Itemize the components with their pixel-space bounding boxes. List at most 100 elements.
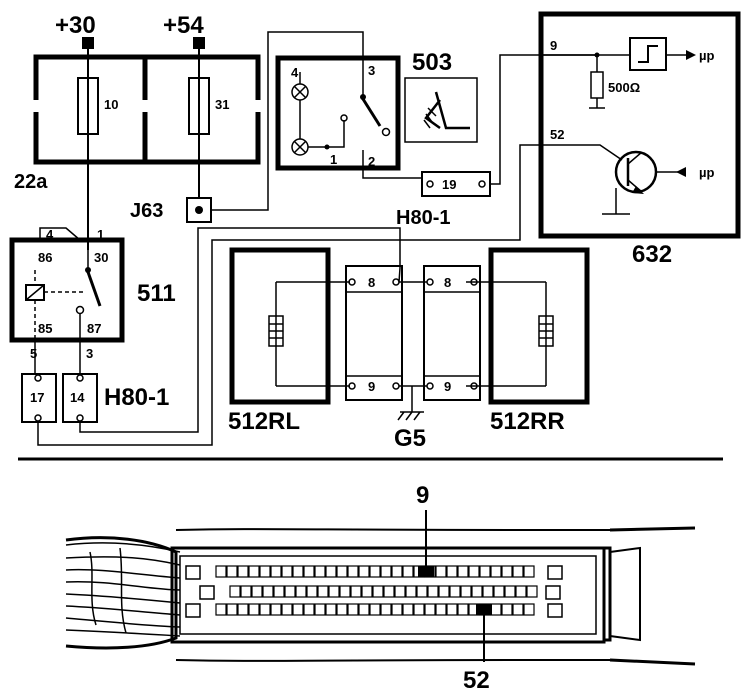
svg-text:85: 85 <box>38 321 52 336</box>
heater-left-label: 512RL <box>228 408 300 435</box>
svg-text:G5: G5 <box>394 425 426 452</box>
latch-square <box>547 565 563 580</box>
connector-pin <box>303 565 315 578</box>
connector-pin <box>361 585 373 598</box>
svg-text:17: 17 <box>30 390 44 405</box>
svg-text:3: 3 <box>368 63 375 78</box>
svg-text:14: 14 <box>70 390 85 405</box>
svg-text:87: 87 <box>87 321 101 336</box>
connector-pin <box>347 565 359 578</box>
connector-pin <box>314 565 326 578</box>
connector-pin <box>413 603 425 616</box>
svg-text:4: 4 <box>291 65 299 80</box>
connector-pin <box>248 565 260 578</box>
heated-seat-icon <box>404 77 478 143</box>
svg-text:10: 10 <box>104 97 118 112</box>
heater-switch-503: 4 3 1 2 <box>275 55 422 179</box>
lamp-icon <box>291 83 309 101</box>
connector-pin <box>383 585 395 598</box>
terminal-plus54: +54 <box>163 12 205 49</box>
connector-pin <box>317 585 329 598</box>
h80-lower-label: H80-1 <box>104 384 169 411</box>
latch-square <box>185 603 201 618</box>
connector-pin <box>391 603 403 616</box>
relay-id-label: 511 <box>137 280 176 307</box>
connector-pin <box>512 603 524 616</box>
wire-harness <box>65 542 181 637</box>
connector-pin <box>394 585 406 598</box>
fuse-box-label: 22a <box>14 171 48 193</box>
connector-pin <box>490 603 502 616</box>
connector-pin <box>369 603 381 616</box>
connector-pin <box>270 565 282 578</box>
connector-pin <box>248 603 260 616</box>
connector-pin <box>281 565 293 578</box>
lamp-icon <box>291 138 309 156</box>
svg-text:9: 9 <box>550 38 557 53</box>
connector-pin <box>262 585 274 598</box>
arrow-right-icon <box>686 50 696 60</box>
seat-connector-left: 8 9 <box>345 265 403 401</box>
connector-pin <box>215 603 227 616</box>
connector-pin <box>215 565 227 578</box>
callout-pin-9: 9 <box>416 482 429 509</box>
connector-pin <box>380 565 392 578</box>
connector-pin <box>468 565 480 578</box>
connector-pin <box>284 585 296 598</box>
seat-heater-right-512rr: 512RR <box>466 247 590 435</box>
heater-right-label: 512RR <box>490 408 565 435</box>
transistor-icon <box>614 150 658 194</box>
connector-pin <box>402 603 414 616</box>
h80-lower-connector: 5 3 17 14 H80-1 <box>21 346 169 423</box>
seat-connector-right: 8 9 <box>423 265 481 401</box>
connector-pin <box>501 603 513 616</box>
connector-pin <box>457 603 469 616</box>
connector-pin <box>259 565 271 578</box>
connector-pin <box>504 585 516 598</box>
connector-pin <box>306 585 318 598</box>
connector-pin <box>482 585 494 598</box>
terminal-block-icon <box>193 37 205 49</box>
connector-pin <box>325 565 337 578</box>
schmitt-trigger-icon <box>629 37 667 71</box>
connector-pin <box>501 565 513 578</box>
callout-pin-52: 52 <box>463 667 490 694</box>
fuse-box-22a: 10 31 22a <box>14 54 261 193</box>
connector-pin <box>336 565 348 578</box>
connector-pin <box>350 585 362 598</box>
connector-pin <box>369 565 381 578</box>
connector-pin <box>446 603 458 616</box>
connector-pin <box>237 603 249 616</box>
svg-text:H80-1: H80-1 <box>396 207 450 229</box>
svg-text:+54: +54 <box>163 12 204 39</box>
connector-pin <box>372 585 384 598</box>
ground-g5: G5 <box>394 411 426 452</box>
svg-text:µp: µp <box>699 165 714 180</box>
connector-pin <box>328 585 340 598</box>
svg-text:31: 31 <box>215 97 229 112</box>
connector-pin <box>435 603 447 616</box>
terminal-plus30: +30 <box>55 12 96 49</box>
connector-pin <box>391 565 403 578</box>
arrow-left-icon <box>676 167 686 177</box>
connector-pin <box>358 603 370 616</box>
connector-pin <box>292 565 304 578</box>
connector-pin <box>251 585 263 598</box>
ecu-connector-plug: 9 52 <box>65 482 696 694</box>
svg-text:µp: µp <box>699 48 714 63</box>
connector-pin <box>229 585 241 598</box>
switch-id-label: 503 <box>412 49 452 76</box>
connector-pin <box>314 603 326 616</box>
svg-text:8: 8 <box>444 275 451 290</box>
latch-square <box>185 565 201 580</box>
svg-text:J63: J63 <box>130 200 163 222</box>
connector-pin <box>446 565 458 578</box>
relay-511: 4 1 86 30 85 87 511 <box>9 227 176 374</box>
connector-pin <box>303 603 315 616</box>
connector-pin <box>295 585 307 598</box>
connector-pin <box>336 603 348 616</box>
connector-pin <box>292 603 304 616</box>
ecu-632: 9 500Ω µp 52 µp 632 <box>538 11 741 268</box>
connector-pin <box>523 565 535 578</box>
svg-text:30: 30 <box>94 250 108 265</box>
